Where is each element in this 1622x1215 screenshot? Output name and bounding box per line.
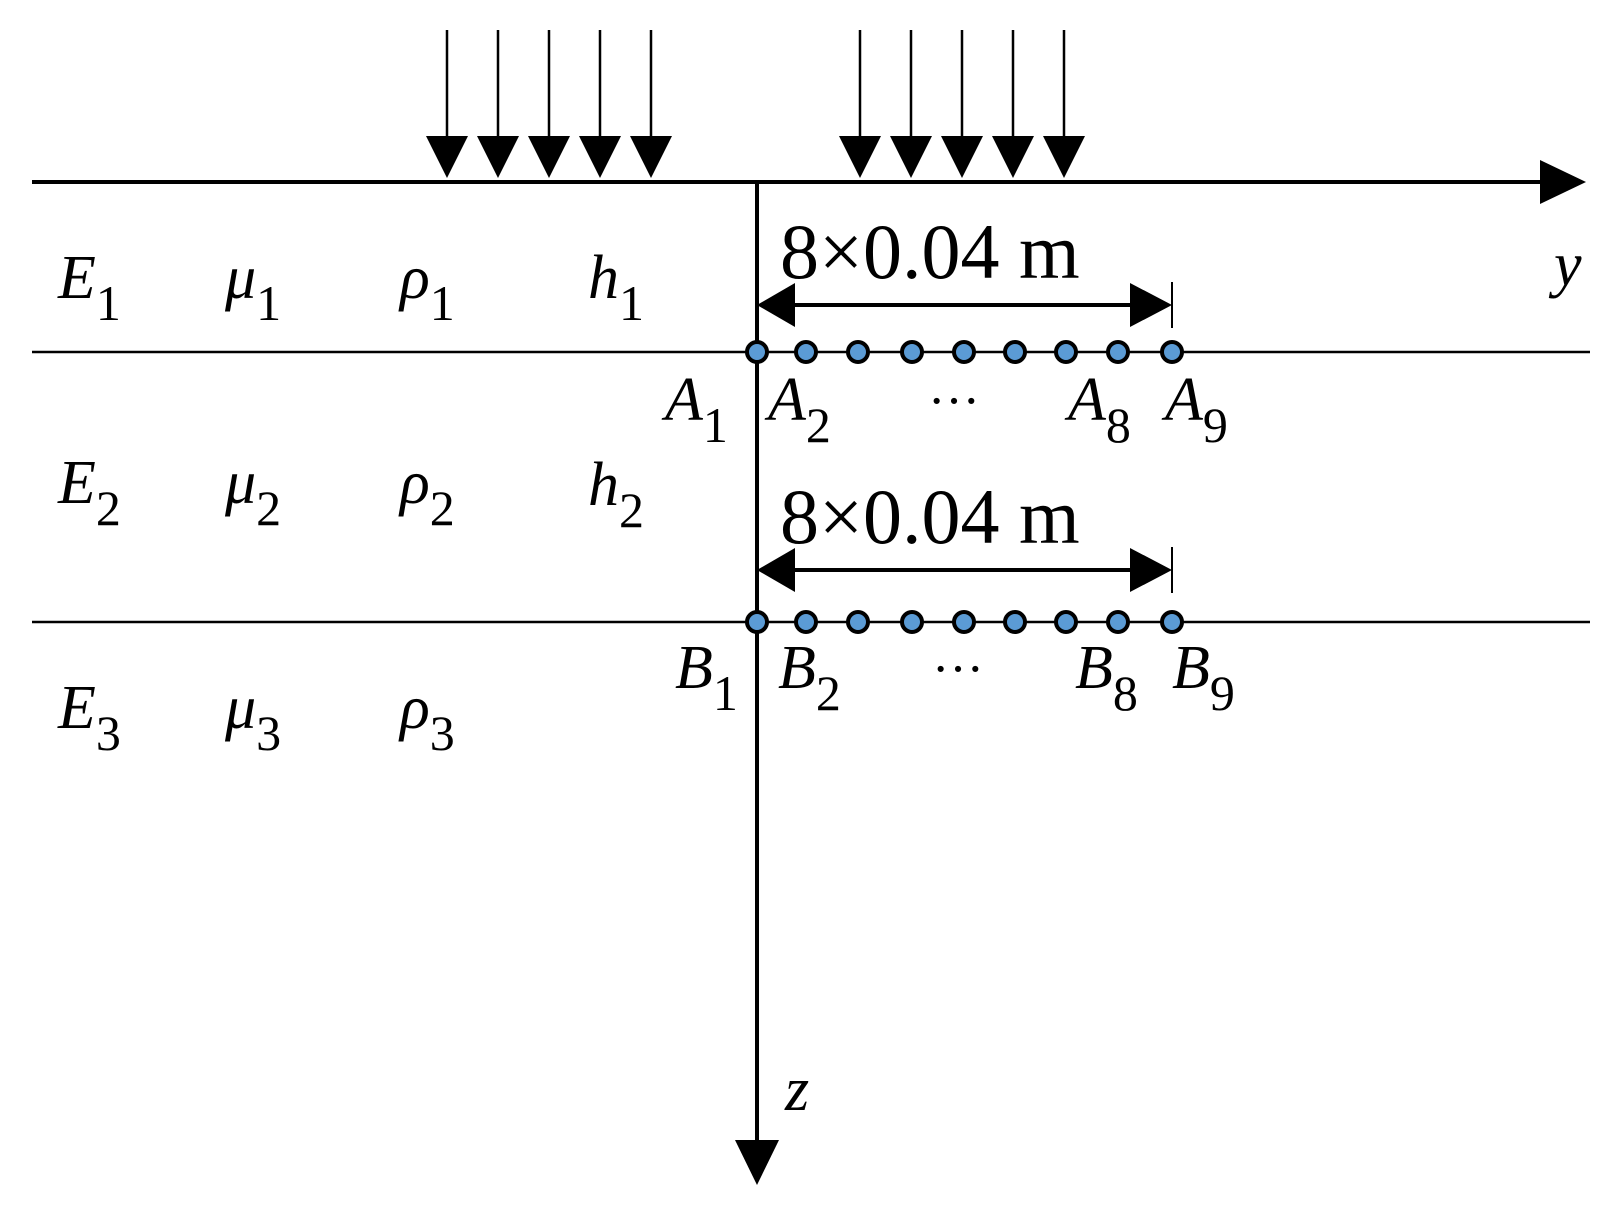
point-label-a2: A2 [764,366,831,453]
point-label-b-ellipsis: ··· [932,641,984,698]
measurement-point [1160,340,1184,364]
layer-3-param-e: E3 [57,674,121,761]
measurement-point [846,610,870,634]
measurement-point [745,610,769,634]
measurement-point [900,340,924,364]
point-label-a9: A9 [1161,366,1228,453]
layer-2-param-mu: μ2 [224,449,281,536]
load-arrow-head [477,136,519,178]
load-arrow-head [890,136,932,178]
load-arrow-head [941,136,983,178]
dimension-arrow-left-b [757,548,795,592]
layer-3-parameters: E3 μ3 ρ3 [57,674,455,761]
dimension-a: 8×0.04 m [757,208,1173,328]
point-label-b1: B1 [675,634,738,721]
y-axis-label: y [1548,231,1582,299]
dimension-arrow-right-b [1130,548,1172,592]
point-label-a-ellipsis: ··· [928,373,980,430]
layer-2-param-h: h2 [588,451,644,538]
measurement-point [1106,610,1130,634]
load-arrow-head [1043,136,1085,178]
load-arrow-head [839,136,881,178]
dimension-arrow-right-a [1130,283,1172,327]
measurement-point [1054,340,1078,364]
measurement-points-a [745,340,1184,364]
measurement-point [1160,610,1184,634]
layer-1-param-h: h1 [588,244,644,331]
layer-1-param-e: E1 [57,244,121,331]
layer-3-param-mu: μ3 [224,674,281,761]
point-labels-b: B1 B2 ··· B8 B9 [675,634,1235,721]
dimension-label-b: 8×0.04 m [780,473,1080,560]
measurement-point [1106,340,1130,364]
z-axis-arrowhead [735,1140,779,1185]
point-label-b2: B2 [778,634,841,721]
point-labels-a: A1 A2 ··· A8 A9 [661,366,1228,453]
measurement-point [952,340,976,364]
measurement-point [745,340,769,364]
load-arrow-head [579,136,621,178]
measurement-point [952,610,976,634]
measurement-points-b [745,610,1184,634]
dimension-label-a: 8×0.04 m [780,208,1080,295]
measurement-point [900,610,924,634]
layer-1-param-mu: μ1 [224,244,281,331]
point-label-b9: B9 [1172,634,1235,721]
load-arrow-head [426,136,468,178]
dimension-b: 8×0.04 m [757,473,1173,593]
measurement-point [1003,340,1027,364]
measurement-point [1054,610,1078,634]
point-label-b8: B8 [1075,634,1138,721]
dimension-arrow-left-a [757,283,795,327]
layer-2-parameters: E2 μ2 ρ2 h2 [57,449,644,538]
layer-1-param-rho: ρ1 [398,244,455,331]
layer-2-param-rho: ρ2 [398,449,455,536]
load-arrow-head [992,136,1034,178]
measurement-point [846,340,870,364]
point-label-a1: A1 [661,366,728,453]
load-arrow-head [528,136,570,178]
layer-1-parameters: E1 μ1 ρ1 h1 [57,244,644,331]
point-label-a8: A8 [1064,366,1131,453]
layer-3-param-rho: ρ3 [398,674,455,761]
z-axis-label: z [784,1056,809,1124]
layer-2-param-e: E2 [57,449,121,536]
y-axis-arrowhead [1540,160,1586,204]
measurement-point [794,610,818,634]
load-arrow-head [630,136,672,178]
measurement-point [1003,610,1027,634]
distributed-loads [426,30,1085,178]
measurement-point [794,340,818,364]
